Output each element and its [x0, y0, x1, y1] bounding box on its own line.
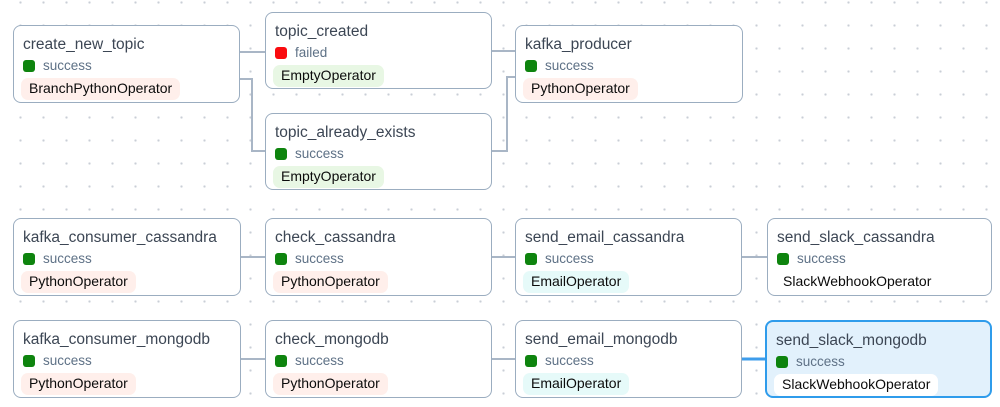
status-success-icon: [275, 355, 287, 367]
task-status-row: success: [23, 252, 231, 266]
operator-pill: EmptyOperator: [273, 166, 384, 188]
task-name: send_slack_cassandra: [777, 229, 935, 246]
status-label: success: [43, 251, 92, 266]
operator-pill: PythonOperator: [273, 373, 388, 395]
status-label: success: [545, 353, 594, 368]
status-success-icon: [275, 253, 287, 265]
task-name: kafka_consumer_mongodb: [23, 331, 210, 348]
dag-node-kafka_consumer_cassandra[interactable]: kafka_consumer_cassandra success PythonO…: [13, 218, 241, 296]
status-label: failed: [295, 45, 328, 60]
operator-pill: EmailOperator: [523, 271, 630, 293]
operator-pill: PythonOperator: [21, 373, 136, 395]
task-status-row: success: [525, 252, 732, 266]
status-label: success: [295, 146, 344, 161]
task-name: create_new_topic: [23, 36, 145, 53]
dag-node-send_slack_mongodb-selected[interactable]: send_slack_mongodb success SlackWebhookO…: [765, 320, 992, 398]
task-name: check_mongodb: [275, 331, 389, 348]
status-label: success: [797, 251, 846, 266]
operator-pill: EmptyOperator: [273, 65, 384, 87]
status-success-icon: [23, 60, 35, 72]
status-label: success: [295, 251, 344, 266]
task-status-row: failed: [275, 46, 482, 60]
status-success-icon: [23, 253, 35, 265]
status-success-icon: [777, 253, 789, 265]
operator-pill: SlackWebhookOperator: [774, 374, 939, 396]
task-name: kafka_consumer_cassandra: [23, 229, 217, 246]
status-label: success: [295, 353, 344, 368]
task-name: topic_created: [275, 23, 369, 40]
dag-edge-create_new_topic-to-topic_already_exists: [240, 78, 265, 152]
status-failed-icon: [275, 47, 287, 59]
status-success-icon: [525, 355, 537, 367]
dag-node-send_email_cassandra[interactable]: send_email_cassandra success EmailOperat…: [515, 218, 742, 296]
task-status-row: success: [275, 354, 482, 368]
dag-node-check_cassandra[interactable]: check_cassandra success PythonOperator: [265, 218, 492, 296]
task-name: check_cassandra: [275, 229, 396, 246]
operator-pill: BranchPythonOperator: [21, 78, 181, 100]
operator-pill: PythonOperator: [523, 78, 638, 100]
operator-pill: EmailOperator: [523, 373, 630, 395]
task-status-row: success: [776, 355, 981, 369]
status-label: success: [545, 251, 594, 266]
status-success-icon: [275, 148, 287, 160]
dag-node-kafka_consumer_mongodb[interactable]: kafka_consumer_mongodb success PythonOpe…: [13, 320, 241, 398]
status-label: success: [43, 353, 92, 368]
dag-node-check_mongodb[interactable]: check_mongodb success PythonOperator: [265, 320, 492, 398]
dag-edge-topic_already_exists-to-kafka_producer: [492, 76, 515, 152]
dag-node-create_new_topic[interactable]: create_new_topic success BranchPythonOpe…: [13, 25, 240, 103]
dag-node-send_slack_cassandra[interactable]: send_slack_cassandra success SlackWebhoo…: [767, 218, 992, 296]
dag-node-topic_already_exists[interactable]: topic_already_exists success EmptyOperat…: [265, 113, 492, 190]
operator-pill: PythonOperator: [21, 271, 136, 293]
status-success-icon: [525, 253, 537, 265]
task-name: send_email_mongodb: [525, 331, 678, 348]
dag-node-kafka_producer[interactable]: kafka_producer success PythonOperator: [515, 25, 743, 103]
task-status-row: success: [23, 354, 231, 368]
task-status-row: success: [777, 252, 982, 266]
task-status-row: success: [23, 59, 230, 73]
status-success-icon: [776, 356, 788, 368]
task-name: kafka_producer: [525, 36, 632, 53]
status-label: success: [43, 58, 92, 73]
task-name: send_slack_mongodb: [776, 332, 927, 349]
task-status-row: success: [525, 354, 732, 368]
task-status-row: success: [525, 59, 733, 73]
operator-pill: SlackWebhookOperator: [775, 271, 940, 293]
dag-node-send_email_mongodb[interactable]: send_email_mongodb success EmailOperator: [515, 320, 742, 398]
status-label: success: [796, 354, 845, 369]
task-name: send_email_cassandra: [525, 229, 685, 246]
status-success-icon: [525, 60, 537, 72]
operator-pill: PythonOperator: [273, 271, 388, 293]
task-status-row: success: [275, 147, 482, 161]
status-label: success: [545, 58, 594, 73]
task-status-row: success: [275, 252, 482, 266]
dag-node-topic_created[interactable]: topic_created failed EmptyOperator: [265, 12, 492, 89]
task-name: topic_already_exists: [275, 124, 416, 141]
status-success-icon: [23, 355, 35, 367]
